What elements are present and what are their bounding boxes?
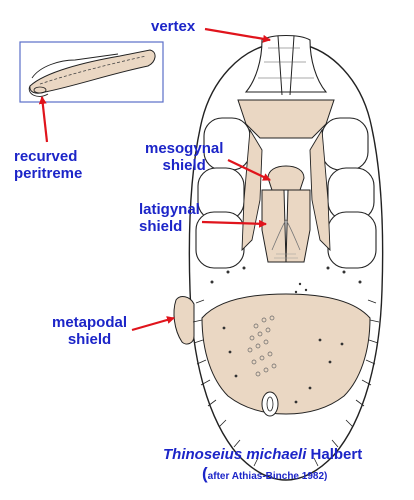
peritreme-arrow [38,96,49,143]
marginal-setae [192,299,380,467]
metapodal-arrow [131,316,175,332]
label-latigynal-line1: latigynal [139,201,200,218]
label-metapodal-line1: metapodal [52,314,128,331]
latigynal-arrow [201,219,267,228]
mesogynal-arrow [227,159,271,181]
label-mesogynal-line2: shield [162,157,206,174]
caption-title: Thinoseius michaeli Halbert [163,446,362,463]
label-recurved-line1: recurved [14,148,78,165]
label-metapodal-shield: metapodal shield [52,314,127,348]
label-recurved-peritreme: recurved peritreme [14,148,82,182]
label-latigynal-line2: shield [139,218,183,235]
peritreme-inset [19,41,164,103]
ventrianal-shield [201,293,371,415]
label-latigynal-shield: latigynal shield [139,201,200,235]
caption-species: Thinoseius michaeli [163,446,307,463]
label-vertex: vertex [151,18,195,35]
coxa-right-3 [327,211,377,269]
caption-paren: ( [202,464,208,483]
mesogynal-shield-shape [267,165,305,191]
label-mesogynal-line1: mesogynal [145,140,224,157]
coxa-left-3 [195,211,245,269]
mite-body [173,34,384,481]
label-recurved-line2: peritreme [14,165,83,182]
caption-source-text: after Athias-Binche 1982) [207,471,328,482]
label-vertex-text: vertex [151,18,196,35]
label-metapodal-line2: shield [67,331,112,348]
coxa-right-1 [321,117,369,171]
vertex-arrow [204,27,271,43]
latigynal-shield-right [285,189,311,263]
metapodal-shield-shape [173,296,195,345]
caption-author: Halbert [310,446,363,463]
caption-source: (after Athias-Binche 1982) [202,464,327,484]
pointer-arrows [38,27,271,332]
label-mesogynal-shield: mesogynal shield [145,140,223,174]
